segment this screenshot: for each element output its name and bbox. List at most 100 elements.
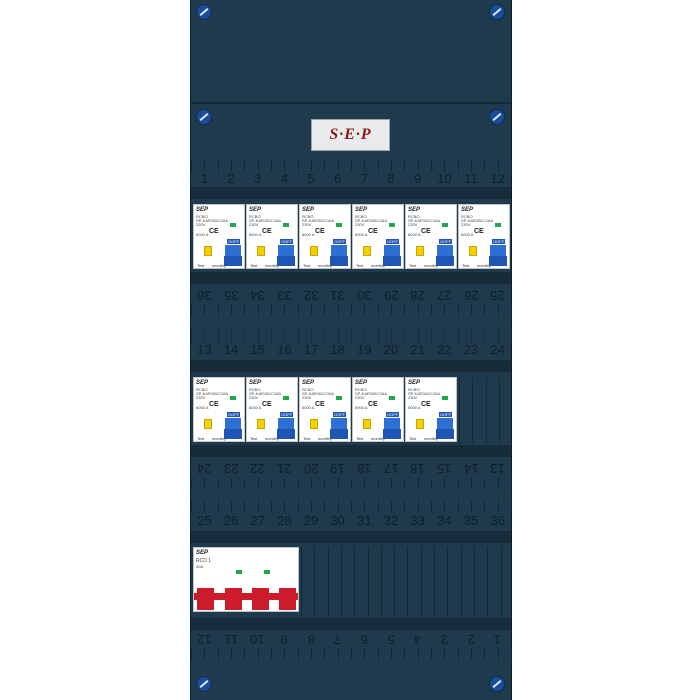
breaker-handle[interactable] [489, 256, 507, 266]
rcd-handle-bar[interactable] [194, 593, 298, 600]
breaker-handle[interactable] [277, 429, 295, 439]
ruler-tick [230, 160, 232, 172]
ce-mark: CE [474, 228, 484, 235]
ce-mark: CE [368, 401, 378, 408]
circuit-number: 31 [357, 513, 372, 528]
empty-slot-divider [327, 547, 329, 617]
breaker-handle[interactable] [330, 256, 348, 266]
breaker-brand: SEP [355, 380, 368, 386]
ce-mark: CE [421, 401, 431, 408]
ruler-tick [217, 478, 219, 490]
breaker-handle[interactable] [224, 429, 242, 439]
circuit-number: 26 [463, 288, 479, 303]
ruler-tick [270, 478, 272, 490]
rcd-toggle[interactable] [252, 588, 269, 610]
breaker-handle[interactable] [277, 256, 295, 266]
ruler-tick [430, 500, 432, 512]
rail-band [191, 187, 511, 199]
breaker-handle[interactable] [436, 256, 454, 266]
breaker-toggle[interactable] [225, 245, 241, 257]
rcd-toggle[interactable] [279, 588, 296, 610]
breaker-toggle[interactable] [437, 418, 453, 430]
monthly-label: monthly [265, 263, 280, 268]
rcd-toggle[interactable] [197, 588, 214, 610]
test-button[interactable] [416, 419, 424, 429]
circuit-number: 12 [490, 171, 505, 186]
ruler-tick [191, 160, 192, 172]
breaker-toggle[interactable] [437, 245, 453, 257]
ruler-tick [377, 160, 379, 172]
ruler-tick [364, 304, 366, 316]
breaker-handle[interactable] [330, 429, 348, 439]
circuit-number: 30 [357, 288, 372, 303]
circuit-number: 4 [280, 171, 288, 186]
status-indicator [283, 223, 289, 227]
ruler-tick [257, 160, 259, 172]
breaker-toggle[interactable] [384, 418, 400, 430]
rcd-module[interactable]: SEP RCD 1 40A [193, 547, 299, 612]
test-button[interactable] [469, 246, 477, 256]
test-button[interactable] [416, 246, 424, 256]
rail-band [191, 531, 511, 543]
ruler-tick [470, 304, 472, 316]
test-button[interactable] [257, 419, 265, 429]
circuit-number: 16 [410, 461, 425, 476]
ruler-tick [444, 160, 446, 172]
breaker-handle[interactable] [224, 256, 242, 266]
breaker-rating: 6000 A [196, 232, 209, 237]
circuit-number: 10 [250, 632, 265, 647]
breaker-toggle[interactable] [278, 245, 294, 257]
breaker-rating: 6000 A [408, 232, 421, 237]
breaker-handle[interactable] [383, 429, 401, 439]
empty-slot-divider [500, 547, 502, 617]
monthly-label: monthly [318, 436, 333, 441]
ruler-tick [484, 478, 486, 490]
monthly-label: monthly [212, 436, 227, 441]
breaker-toggle[interactable] [490, 245, 506, 257]
test-button[interactable] [257, 246, 265, 256]
ruler-tick [337, 500, 339, 512]
rcd-toggle[interactable] [225, 588, 242, 610]
ruler-tick [457, 304, 459, 316]
ruler-tick [484, 304, 486, 316]
breaker-handle[interactable] [383, 256, 401, 266]
breaker-handle[interactable] [436, 429, 454, 439]
breaker-brand: SEP [302, 207, 315, 213]
breaker-toggle[interactable] [225, 418, 241, 430]
ruler-tick [324, 160, 326, 172]
breaker-toggle[interactable] [331, 245, 347, 257]
empty-slot-divider [485, 377, 487, 443]
test-button[interactable] [310, 246, 318, 256]
test-label: Test [197, 263, 205, 268]
circuit-number: 26 [223, 513, 239, 528]
breaker-title: RCBO [249, 214, 261, 219]
circuit-number: 31 [330, 288, 345, 303]
breaker-toggle[interactable] [331, 418, 347, 430]
test-button[interactable] [204, 246, 212, 256]
ruler-tick [377, 478, 379, 490]
ruler-tick [364, 648, 366, 660]
test-button[interactable] [363, 246, 371, 256]
brand-logo-text: S·E·P [329, 126, 372, 143]
ruler-tick [510, 648, 512, 660]
test-button[interactable] [310, 419, 318, 429]
test-button[interactable] [204, 419, 212, 429]
breaker-model: SP-KAR1B1C16A [302, 391, 335, 396]
breaker-toggle[interactable] [278, 418, 294, 430]
ruler-tick [191, 500, 192, 512]
test-button[interactable] [363, 419, 371, 429]
breaker-brand: SEP [355, 207, 368, 213]
breaker-toggle[interactable] [384, 245, 400, 257]
